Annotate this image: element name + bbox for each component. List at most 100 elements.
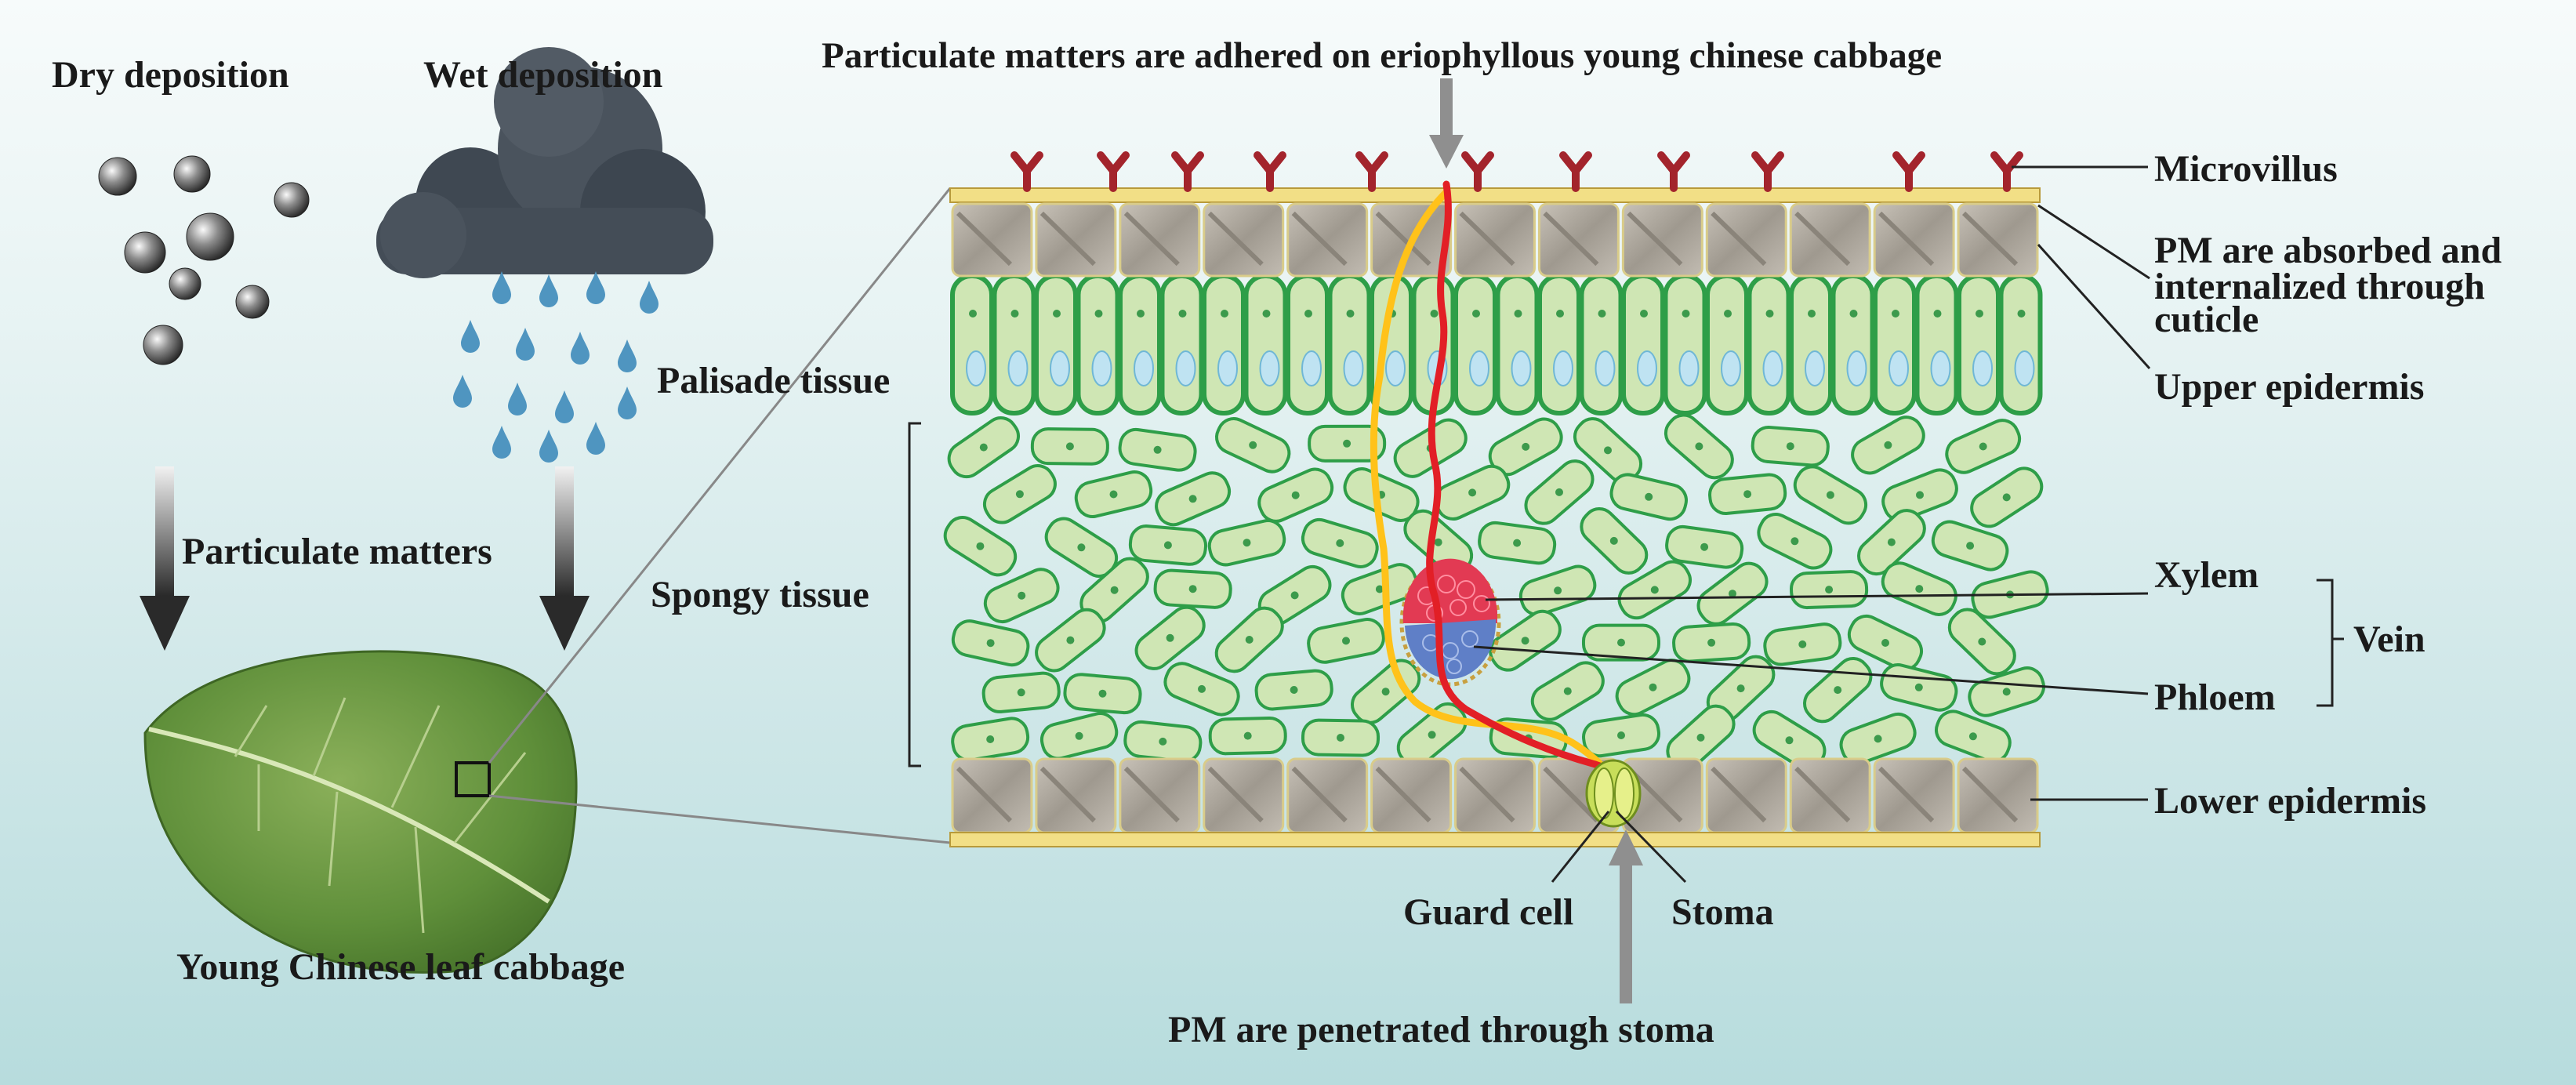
deposition-arrows <box>140 466 590 651</box>
epidermis-cell <box>1286 202 1369 278</box>
nucleus <box>1198 684 1206 693</box>
nucleus <box>1874 735 1882 743</box>
nucleus <box>1245 636 1254 644</box>
nucleus <box>1249 441 1257 449</box>
nucleus <box>1166 633 1174 642</box>
cell-shade <box>1459 211 1515 267</box>
stoma-guard-cells <box>1585 759 1642 828</box>
nucleus <box>1724 310 1732 318</box>
bottom-caption: PM are penetrated through stoma <box>1168 1009 1714 1051</box>
nucleus <box>1472 310 1480 318</box>
upper-epidermis-cells <box>951 202 2039 278</box>
label-particulate-matters: Particulate matters <box>182 531 492 572</box>
epidermis-cell <box>1119 202 1201 278</box>
nucleus <box>1892 310 1899 318</box>
palisade-cell <box>1663 274 1707 415</box>
vacuole <box>1343 350 1364 386</box>
cell-shade <box>1794 211 1851 267</box>
nucleus <box>1736 684 1745 693</box>
pm-path-red <box>1426 180 1631 796</box>
nucleus <box>1609 536 1618 545</box>
palisade-cell <box>1747 274 1791 415</box>
vacuole <box>1007 350 1029 386</box>
palisade-cell <box>1789 274 1833 415</box>
nucleus <box>1522 442 1530 451</box>
nucleus <box>1791 537 1799 546</box>
palisade-cell <box>1034 274 1078 415</box>
vein-bundle <box>1399 558 1501 687</box>
cell-shade <box>1291 766 1348 823</box>
raindrop-icon <box>461 320 480 353</box>
palisade-cell <box>950 274 994 415</box>
label-palisade-tissue: Palisade tissue <box>657 360 891 401</box>
epidermis-cell <box>1621 202 1703 278</box>
nucleus <box>1743 490 1752 499</box>
cell-shade <box>1961 211 2019 267</box>
nucleus <box>1290 591 1299 600</box>
epidermis-cell <box>1873 757 1955 834</box>
vacuole <box>1217 350 1238 386</box>
microvillus-icon <box>1892 151 1925 192</box>
nucleus <box>1343 439 1351 448</box>
palisade-cell <box>1495 274 1540 415</box>
cell-shade <box>1123 766 1180 823</box>
particle <box>124 231 166 274</box>
nucleus <box>1010 310 1019 318</box>
epidermis-cell <box>1035 757 1117 834</box>
nucleus <box>1849 310 1858 318</box>
nucleus <box>1110 586 1119 594</box>
palisade-cell <box>992 274 1036 415</box>
cell-shade <box>956 211 1013 267</box>
raindrop-icon <box>539 274 558 307</box>
nucleus <box>1915 585 1924 593</box>
palisade-cell <box>1621 274 1665 415</box>
nucleus <box>969 310 977 318</box>
epidermis-cell <box>1370 757 1453 834</box>
nucleus <box>976 542 985 550</box>
nucleus <box>1153 445 1162 454</box>
nucleus <box>1468 488 1477 497</box>
cell-shade <box>1711 211 1767 267</box>
lower-epidermis-cells <box>951 757 2039 834</box>
nucleus <box>1785 736 1794 745</box>
label-pm-absorbed-1: PM are absorbed and <box>2154 230 2502 271</box>
nucleus <box>1979 442 1987 451</box>
vacuole <box>1553 350 1573 386</box>
epidermis-cell <box>1454 202 1536 278</box>
vacuole <box>1678 350 1700 386</box>
nucleus <box>1262 310 1271 318</box>
raindrop-icon <box>618 386 637 419</box>
raindrop-icon <box>508 383 527 415</box>
epidermis-cell <box>1873 202 1955 278</box>
nucleus <box>1065 442 1074 451</box>
epidermis-cell <box>1286 757 1369 834</box>
nucleus <box>1916 491 1924 499</box>
nucleus <box>1976 310 1983 318</box>
palisade-cell <box>1243 274 1288 415</box>
cell-shade <box>1291 211 1348 267</box>
raindrop-icon <box>453 375 472 408</box>
label-vein: Vein <box>2353 619 2425 660</box>
cell-shade <box>1123 211 1180 267</box>
nucleus <box>1645 492 1653 501</box>
nucleus <box>1075 731 1083 740</box>
leaf-cross-section <box>943 151 2049 847</box>
microvilli <box>1010 151 2023 192</box>
microvillus-icon <box>1171 151 1204 192</box>
nucleus <box>1018 591 1026 600</box>
palisade-cell <box>1453 274 1497 415</box>
palisade-cell <box>1159 274 1204 415</box>
vacuole <box>1888 350 1909 386</box>
nucleus <box>1017 688 1025 697</box>
nucleus <box>1695 442 1703 451</box>
nucleus <box>1290 686 1298 694</box>
entry-arrows <box>1429 78 1643 1003</box>
microvillus-icon <box>1010 151 1043 192</box>
nucleus <box>1598 310 1606 318</box>
nucleus <box>1617 638 1625 647</box>
nucleus <box>1650 586 1659 594</box>
palisade-tissue <box>950 274 2043 415</box>
label-pm-absorbed-2: internalized through <box>2154 266 2485 307</box>
nucleus <box>986 735 995 743</box>
